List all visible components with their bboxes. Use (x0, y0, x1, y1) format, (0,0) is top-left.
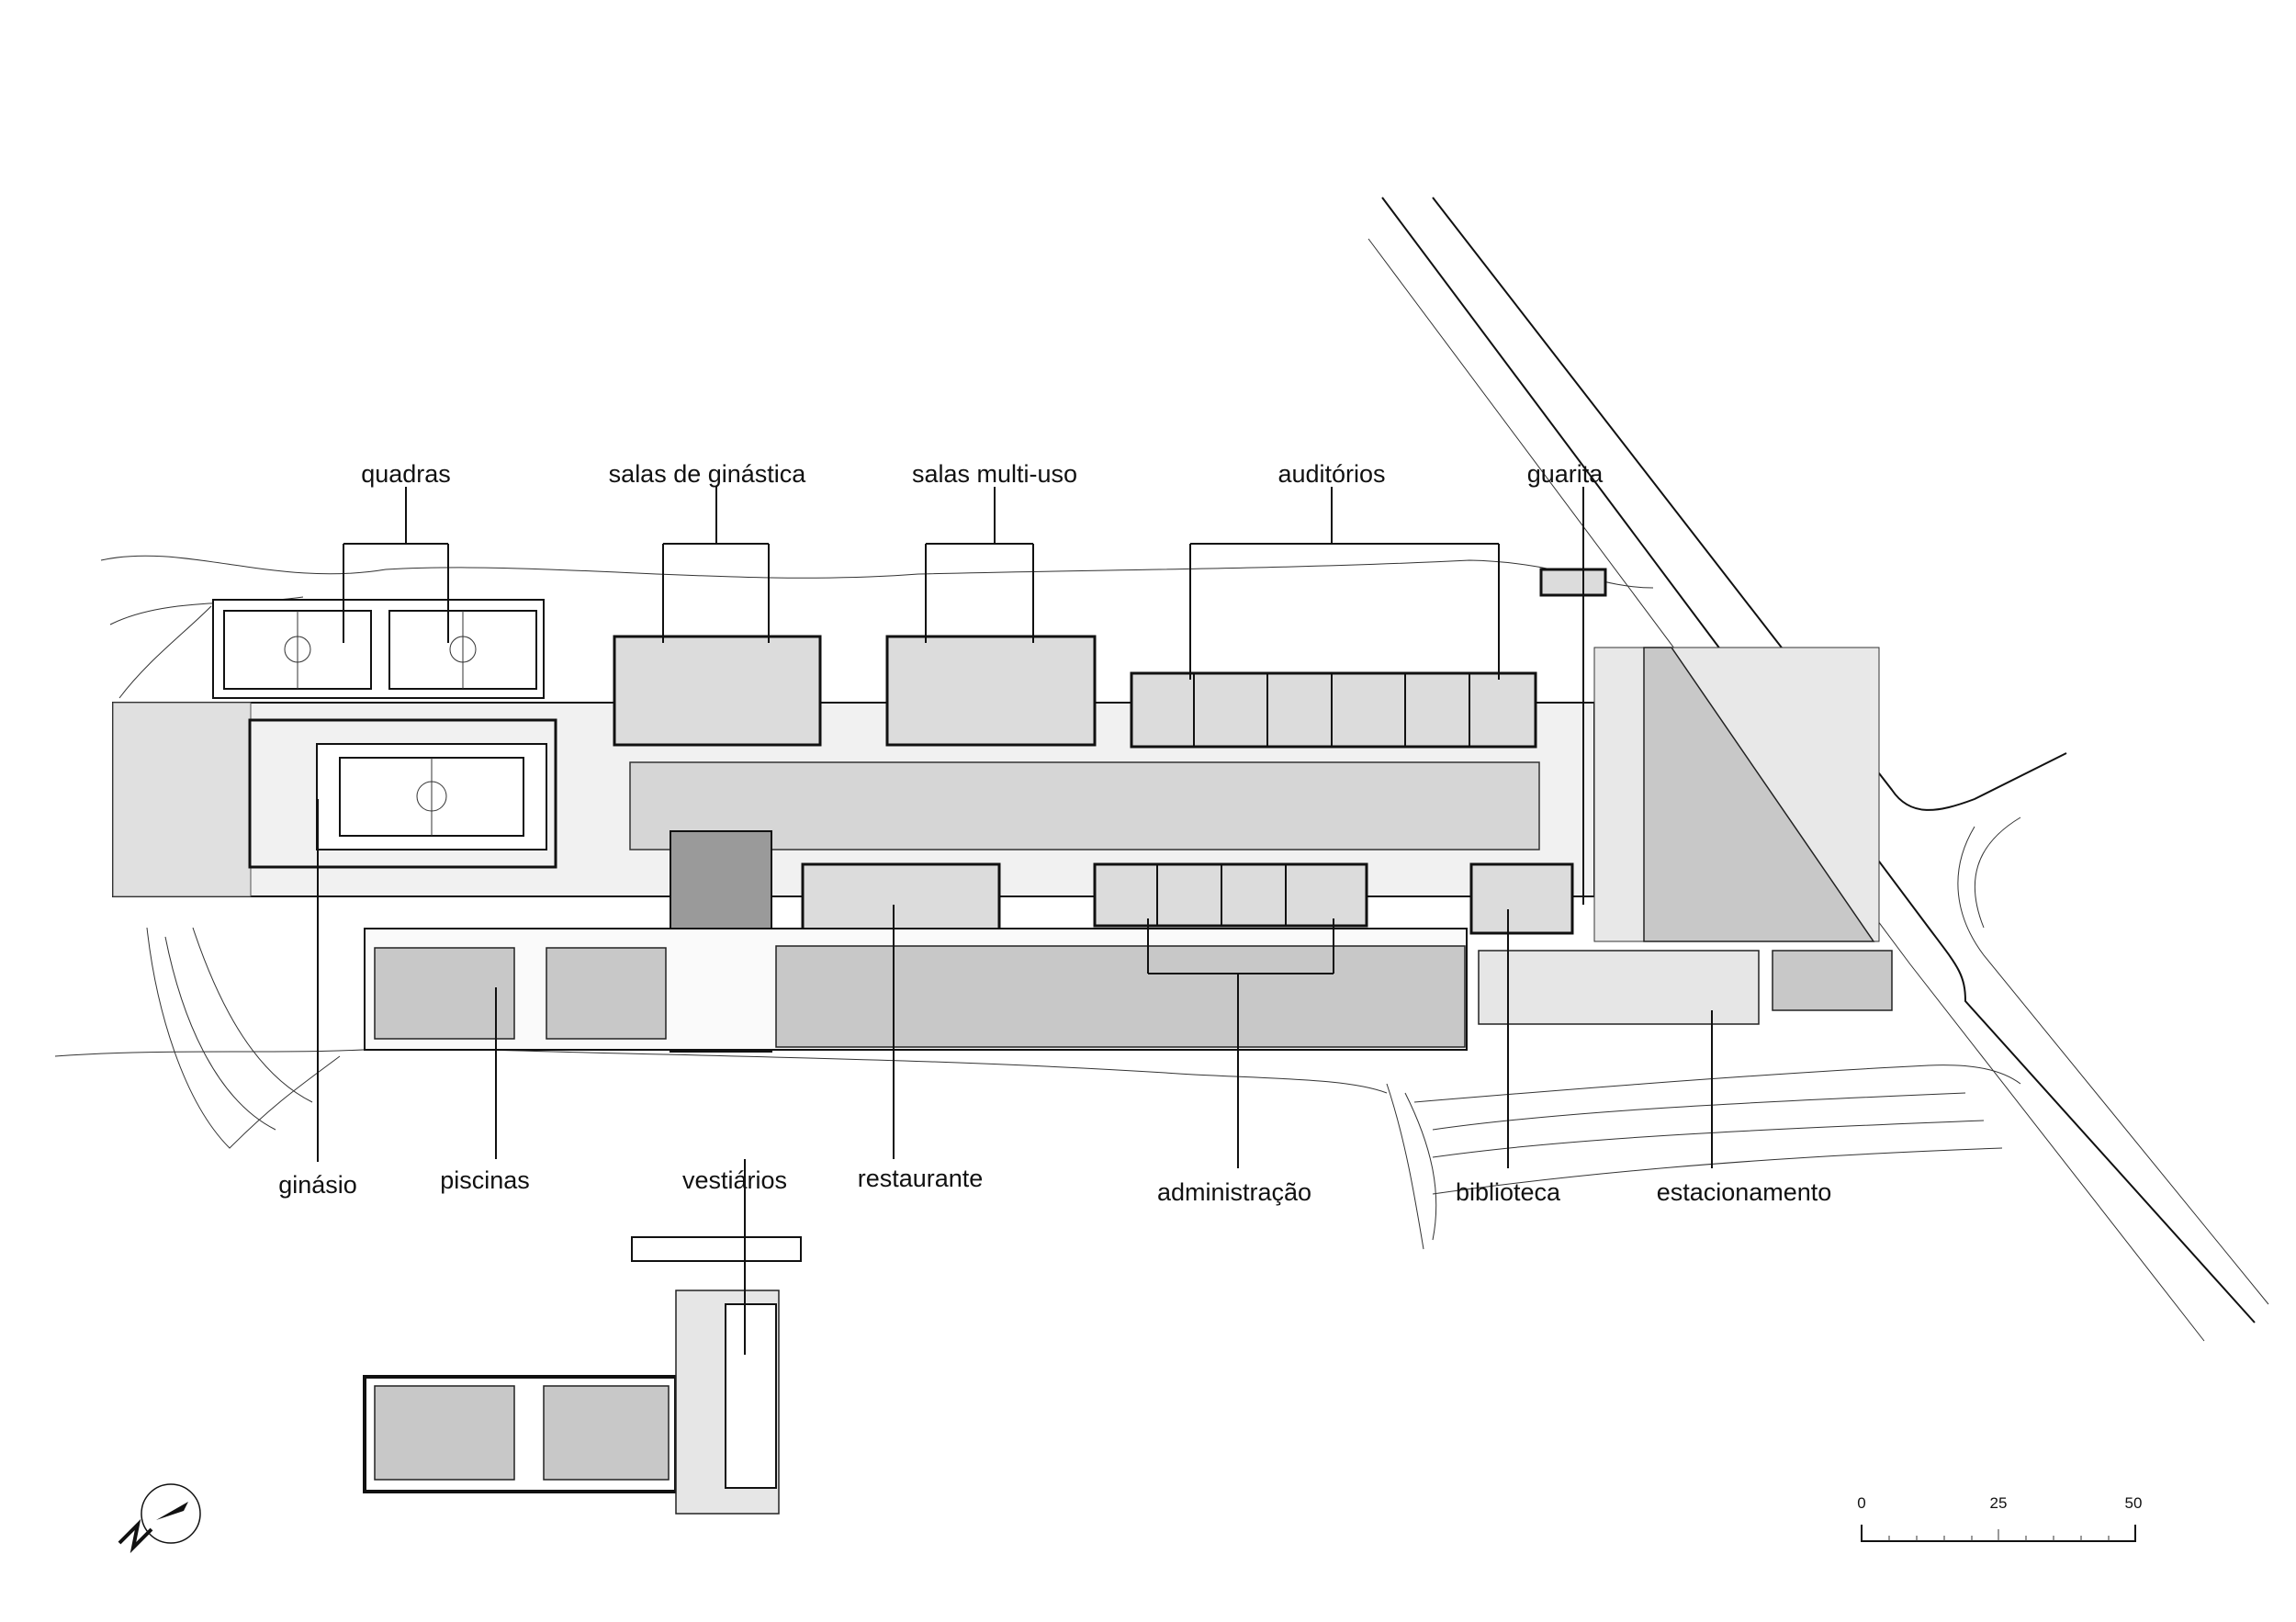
guarita-building (1539, 568, 1607, 597)
label-guarita: guarita (1527, 460, 1604, 488)
vestiarios-detail-plan (363, 1236, 802, 1515)
auditorios-building (1130, 671, 1537, 749)
north-arrow-icon (118, 1483, 201, 1554)
ginasio-building (248, 718, 557, 869)
salas-ginastica-building (613, 635, 822, 747)
label-ginasio: ginásio (278, 1171, 357, 1199)
restaurante-building (801, 862, 1001, 935)
label-auditorios: auditórios (1277, 460, 1385, 488)
label-salas-ginastica: salas de ginástica (609, 460, 807, 488)
biblioteca-building (1469, 862, 1574, 935)
topography-contours (54, 555, 2021, 1250)
scale-tick-25: 25 (1990, 1494, 2008, 1512)
scale-bar: 0 25 50 (1857, 1494, 2143, 1542)
label-piscinas: piscinas (440, 1166, 530, 1194)
label-restaurante: restaurante (858, 1165, 984, 1192)
administracao-building (1093, 862, 1368, 928)
piscinas-pools (374, 947, 515, 1040)
label-biblioteca: biblioteca (1456, 1178, 1561, 1206)
street (1367, 197, 2269, 1342)
label-quadras: quadras (361, 460, 451, 488)
lower-terrace (364, 928, 1893, 1051)
label-administracao: administração (1157, 1178, 1311, 1206)
salas-multiuso-building (885, 635, 1097, 747)
leader-lines (317, 487, 1713, 1355)
scale-tick-0: 0 (1857, 1494, 1865, 1512)
scale-tick-50: 50 (2125, 1494, 2143, 1512)
quadras-courts (212, 599, 545, 699)
estacionamento-parking (1478, 950, 1760, 1025)
label-vestiarios: vestiários (682, 1166, 787, 1194)
label-salas-multiuso: salas multi-uso (912, 460, 1077, 488)
label-estacionamento: estacionamento (1657, 1178, 1832, 1206)
